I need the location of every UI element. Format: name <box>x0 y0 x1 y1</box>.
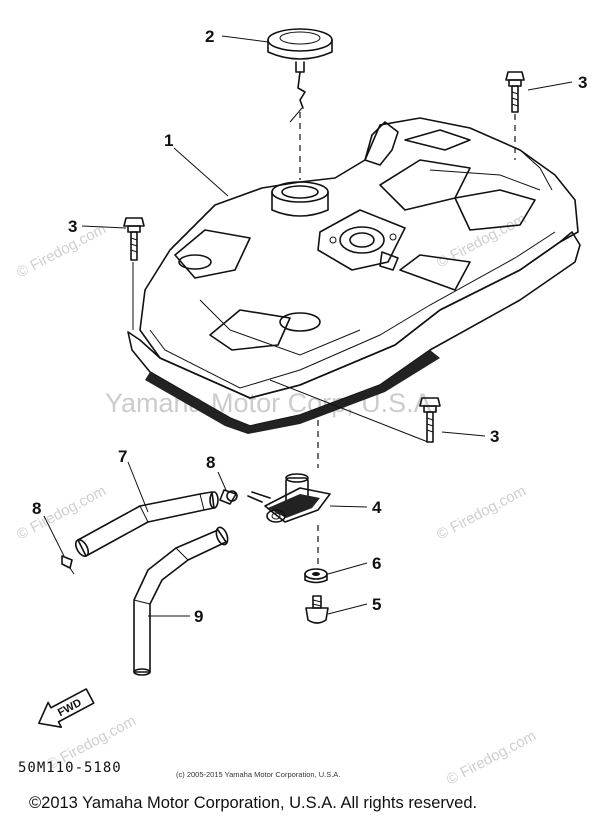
bolt-rear <box>505 71 525 160</box>
callout-6: 6 <box>372 554 381 573</box>
vacuum-hose <box>133 526 229 676</box>
callout-3-rear-left: 3 <box>68 217 77 236</box>
fuel-hose <box>74 491 219 557</box>
watermark-site-6: © Firedog.com <box>444 727 539 788</box>
callout-3-rear-top: 3 <box>578 73 587 92</box>
callout-2: 2 <box>205 27 214 46</box>
watermark-site-2: © Firedog.com <box>434 210 529 271</box>
callout-8-upper: 8 <box>206 453 215 472</box>
fuel-cap <box>267 28 333 180</box>
watermark-site-4: © Firedog.com <box>434 482 529 543</box>
watermark-site-3: © Firedog.com <box>14 482 109 543</box>
small-copyright: (c) 2005-2015 Yamaha Motor Corporation, … <box>176 770 340 779</box>
bolt-left <box>123 217 145 330</box>
callout-7: 7 <box>118 447 127 466</box>
hose-clip-lower <box>61 555 75 575</box>
callout-leaders <box>43 35 573 617</box>
fuel-cock <box>226 420 331 570</box>
callout-9: 9 <box>194 607 203 626</box>
fuel-tank <box>127 117 581 434</box>
part-code: 50M110-5180 <box>18 760 122 776</box>
watermark-site-1: © Firedog.com <box>14 220 109 281</box>
washer <box>304 568 328 584</box>
callout-3-right: 3 <box>490 427 499 446</box>
callout-4: 4 <box>372 498 382 517</box>
bolt-right <box>269 379 441 443</box>
drain-bolt <box>305 595 329 624</box>
forward-arrow: FWD <box>38 688 95 728</box>
callout-5: 5 <box>372 595 381 614</box>
callout-labels: 1 2 3 3 4 5 6 7 8 8 9 3 <box>32 27 587 626</box>
footer-copyright: ©2013 Yamaha Motor Corporation, U.S.A. A… <box>29 794 477 812</box>
hose-clip-upper <box>219 489 237 505</box>
callout-8-lower: 8 <box>32 499 41 518</box>
callout-1: 1 <box>164 131 173 150</box>
